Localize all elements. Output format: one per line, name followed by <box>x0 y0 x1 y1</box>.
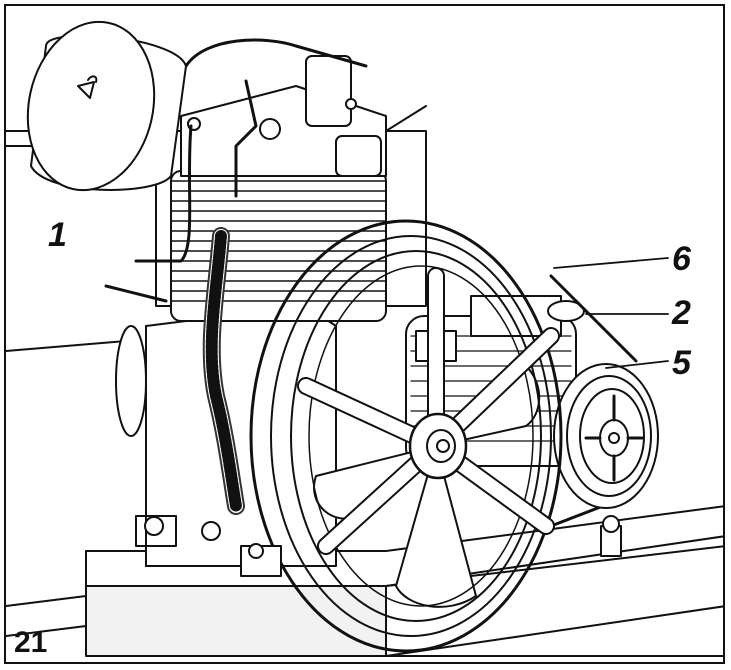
mounting-bolts <box>240 515 622 577</box>
callout-5: 5 <box>672 344 691 382</box>
figure-number: 21 <box>14 626 48 659</box>
air-filter <box>26 20 187 192</box>
callout-1: 1 <box>48 216 67 254</box>
callout-2: 2 <box>672 294 691 332</box>
figure-frame: 1 6 2 5 21 <box>4 4 725 664</box>
compressor-illustration <box>6 20 723 657</box>
cylinder-fins <box>170 170 387 322</box>
piping <box>104 38 368 303</box>
callout-6: 6 <box>672 240 691 278</box>
cylinder-head <box>180 55 387 177</box>
motor-pulley <box>553 363 659 509</box>
callout-leaders <box>553 257 669 369</box>
flywheel <box>249 219 563 653</box>
corrugated-hose <box>202 227 245 515</box>
